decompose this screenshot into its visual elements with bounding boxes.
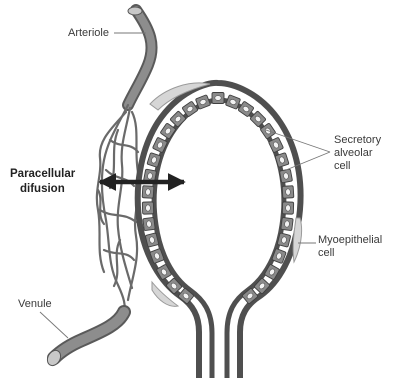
cell-nucleus <box>286 205 291 212</box>
secretory-alveolar-cell <box>170 111 186 127</box>
alveolus-wall <box>138 83 301 378</box>
secretory-alveolar-cell <box>281 217 293 230</box>
secretory-alveolar-cell <box>142 202 153 214</box>
paracellular-label-line2: difusion <box>20 183 65 196</box>
secretory-alveolar-cell <box>160 123 176 139</box>
arteriole-vessel <box>128 7 152 105</box>
venule-label: Venule <box>18 298 52 311</box>
secretory-alveolar-cell <box>145 233 159 247</box>
cell-nucleus <box>146 205 151 212</box>
venule-leader <box>40 312 68 338</box>
secretory-alveolar-cell <box>282 186 294 199</box>
secretory-cells-group <box>142 93 294 305</box>
cell-nucleus <box>145 189 150 196</box>
secretory-alveolar-cell <box>143 217 155 230</box>
secretory-alveolar-cell <box>277 233 291 247</box>
myoepithelial-cell-right <box>293 218 301 262</box>
cell-nucleus <box>215 96 221 101</box>
secretory-alveolar-cell <box>142 186 154 199</box>
secretory-label-line1: Secretory <box>334 134 381 147</box>
venule-vessel <box>45 312 124 368</box>
secretory-alveolar-cell <box>212 93 224 104</box>
myoepithelial-label-line1: Myoepithelial <box>318 234 382 247</box>
cell-nucleus <box>285 189 290 196</box>
arteriole-label: Arteriole <box>68 27 109 40</box>
secretory-alveolar-cell <box>282 202 293 214</box>
secretory-label-line2: alveolar <box>334 147 373 160</box>
paracellular-label-line1: Paracellular <box>10 168 75 181</box>
secretory-alveolar-cell <box>279 169 292 183</box>
cell-nucleus <box>146 221 152 228</box>
capillary-network <box>97 105 139 315</box>
secretory-label-line3: cell <box>334 160 351 173</box>
myoepithelial-label-line2: cell <box>318 247 335 260</box>
